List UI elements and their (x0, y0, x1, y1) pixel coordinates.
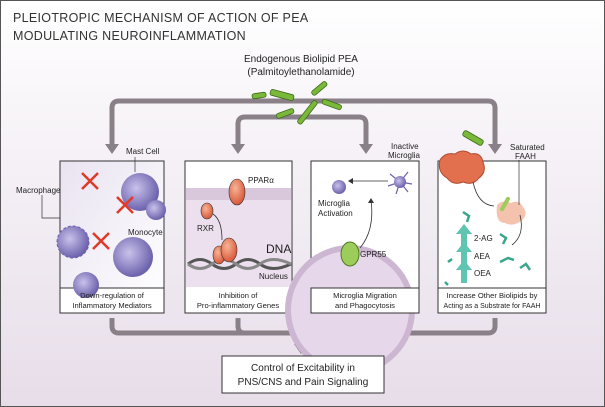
caption-1-line-2: Inflammatory Mediators (72, 301, 152, 310)
label-inactive-2: Microglia (388, 151, 421, 160)
faah-enzyme (438, 150, 485, 184)
biolipid-arrows (456, 224, 472, 283)
panel-pro-inflammatory-genes: formula PPARα RXR DNA Nucleus Inhibition… (184, 160, 293, 314)
label-2ag: 2-AG (474, 234, 493, 243)
panel-faah-substrate: Saturated FAAH 2-AG AEA OEA Increase Oth… (437, 143, 547, 314)
source-line-2: (Palmitoylethanolamide) (247, 67, 354, 78)
label-monocyte: Monocyte (128, 228, 163, 237)
caption-3-line-1: Microglia Migration (333, 291, 397, 300)
block-x-icons (81, 172, 134, 250)
caption-1-line-1: Down-regulation of (80, 291, 145, 300)
outcome-line-1: Control of Excitability in (251, 363, 355, 374)
panel-microglia-migration: Inactive Microglia Microglia Activation … (288, 142, 421, 372)
label-ppar: PPARα (248, 176, 274, 185)
monocyte-cell (113, 237, 153, 277)
outcome-line-2: PNS/CNS and Pain Signaling (238, 377, 369, 388)
macrophage-cell (56, 225, 90, 259)
label-mast-cell: Mast Cell (126, 147, 160, 156)
activated-microglia (332, 180, 346, 194)
label-rxr: RXR (197, 224, 214, 233)
gpr55-receptor (340, 241, 360, 267)
panel-inflammatory-mediators: Macrophage Mast Cell Monocyte Down-regul… (16, 147, 166, 314)
label-dna: DNA (266, 242, 291, 256)
label-oea: OEA (474, 269, 492, 278)
mast-cell (121, 173, 159, 211)
ppar-receptor (228, 178, 246, 206)
biolipid-molecules (444, 210, 532, 286)
title-line-2: MODULATING NEUROINFLAMMATION (13, 29, 246, 43)
label-gpr55: GPR55 (360, 250, 387, 259)
label-activation-2: Activation (318, 209, 353, 218)
label-macrophage: Macrophage (16, 186, 61, 195)
pea-molecules (251, 81, 484, 146)
label-nucleus: Nucleus (259, 272, 288, 281)
label-inactive-1: Inactive (391, 142, 419, 151)
caption-4-line-2: Acting as a Substrate for FAAH (444, 303, 541, 310)
caption-4-line-1: Increase Other Biolipids by (447, 291, 538, 300)
label-saturated-1: Saturated (510, 143, 545, 152)
caption-2-line-1: Inhibition of (219, 291, 259, 300)
label-activation-1: Microglia (318, 199, 351, 208)
title-line-1: PLEIOTROPIC MECHANISM OF ACTION OF PEA (13, 11, 309, 25)
label-saturated-2: FAAH (515, 152, 536, 161)
inactive-microglia (387, 171, 413, 195)
label-aea: AEA (474, 252, 491, 261)
outcome-box: Control of Excitability in PNS/CNS and P… (221, 355, 385, 394)
caption-3-line-2: and Phagocytosis (335, 301, 395, 310)
caption-2-line-2: Pro-inflammatory Genes (197, 301, 279, 310)
source-line-1: Endogenous Biolipid PEA (244, 54, 358, 65)
